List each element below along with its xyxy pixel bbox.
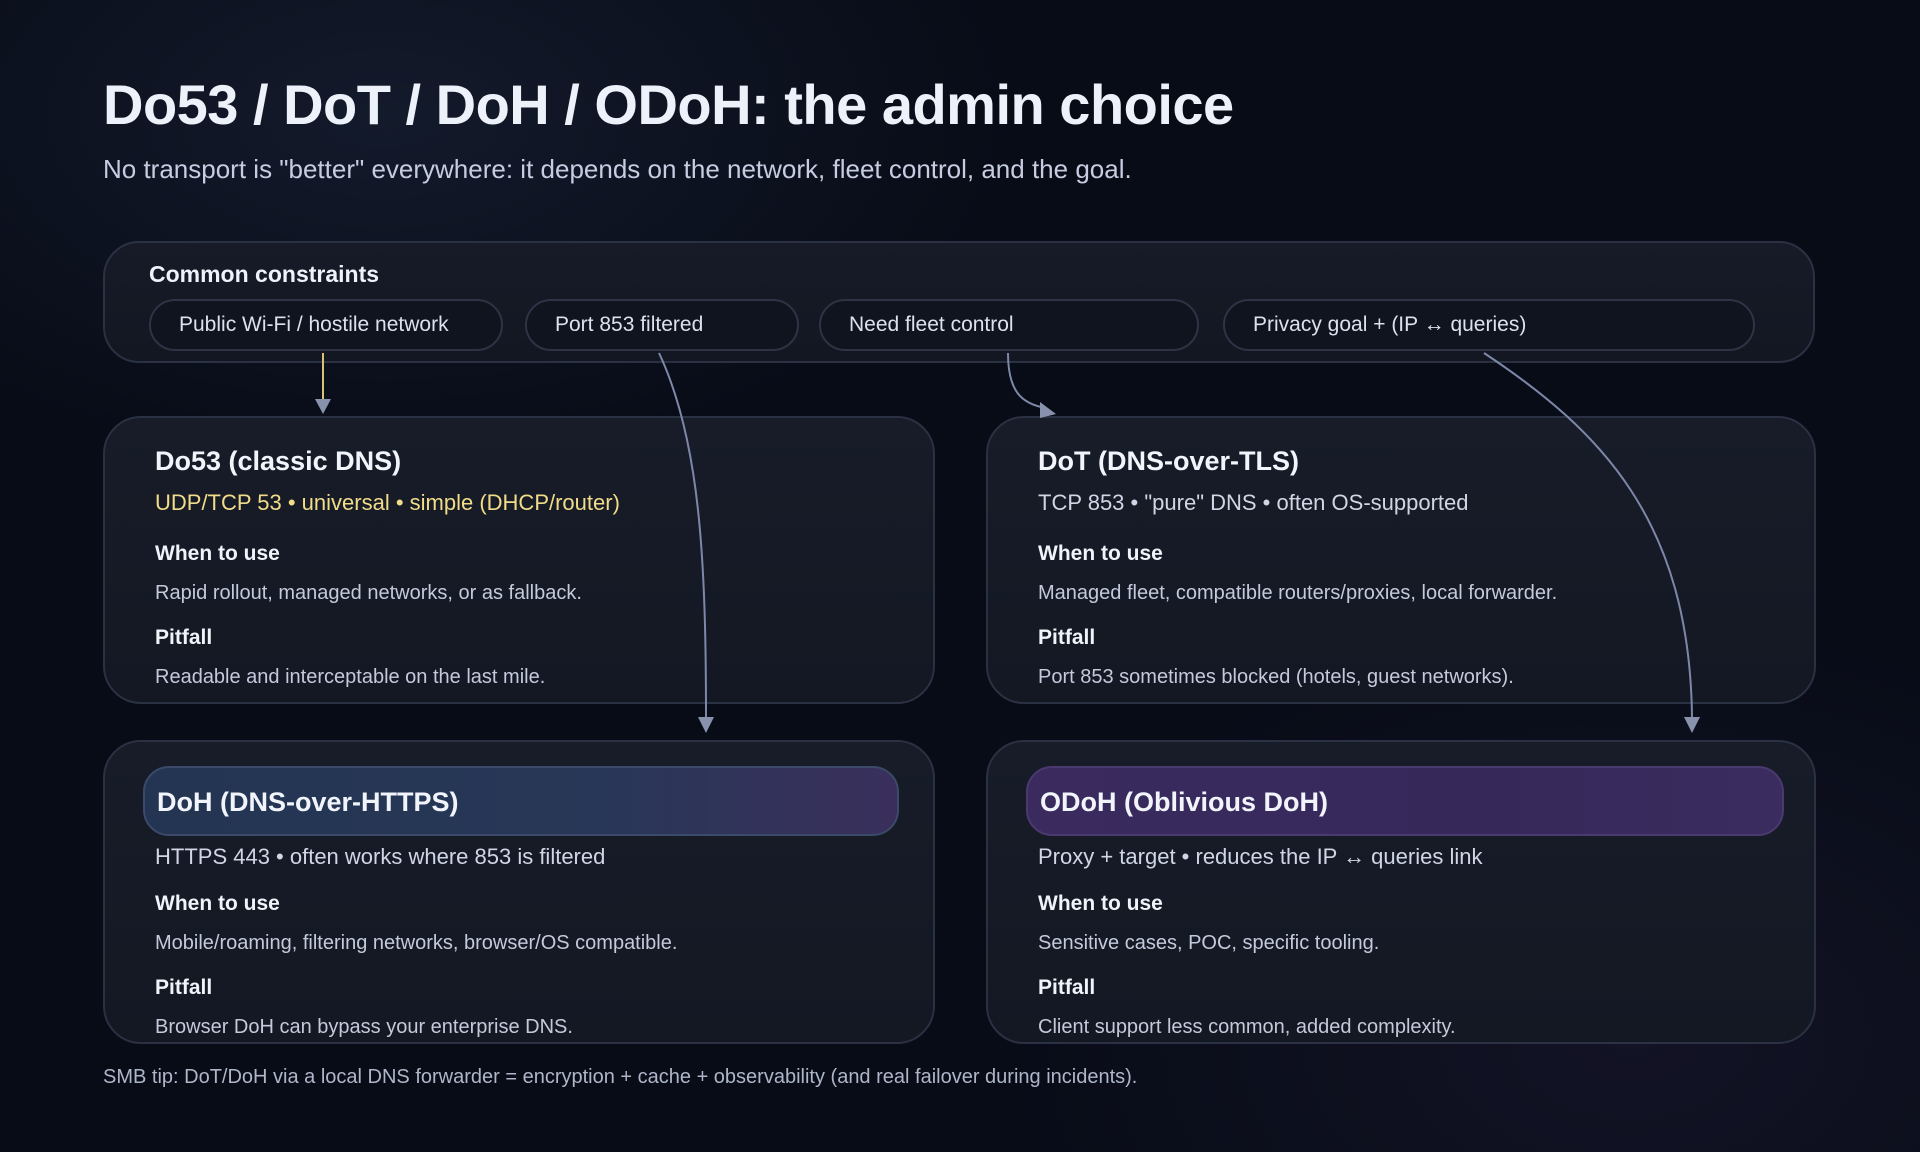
card-doh-pitfall-text: Browser DoH can bypass your enterprise D… (155, 1016, 573, 1038)
card-dot: DoT (DNS-over-TLS) TCP 853 • "pure" DNS … (986, 416, 1816, 704)
card-doh: DoH (DNS-over-HTTPS) HTTPS 443 • often w… (103, 740, 935, 1044)
card-odoh: ODoH (Oblivious DoH) Proxy + target • re… (986, 740, 1816, 1044)
card-doh-when-label: When to use (155, 892, 280, 915)
card-doh-tagline: HTTPS 443 • often works where 853 is fil… (155, 844, 606, 869)
card-do53-pitfall-label: Pitfall (155, 626, 213, 649)
page-title: Do53 / DoT / DoH / ODoH: the admin choic… (103, 73, 1234, 136)
card-odoh-when-text: Sensitive cases, POC, specific tooling. (1038, 932, 1380, 954)
card-dot-when-label: When to use (1038, 542, 1163, 565)
card-odoh-tagline: Proxy + target • reduces the IP ↔ querie… (1038, 844, 1483, 869)
card-odoh-title: ODoH (Oblivious DoH) (1026, 766, 1784, 836)
card-dot-when-text: Managed fleet, compatible routers/proxie… (1038, 582, 1558, 604)
constraints-panel: Common constraints Public Wi-Fi / hostil… (103, 241, 1815, 363)
card-do53-when-label: When to use (155, 542, 280, 565)
card-do53-tagline: UDP/TCP 53 • universal • simple (DHCP/ro… (155, 490, 620, 515)
chip-privacy-goal: Privacy goal + (IP ↔ queries) (1223, 299, 1755, 351)
card-dot-tagline: TCP 853 • "pure" DNS • often OS-supporte… (1038, 490, 1469, 515)
chip-port-853-filtered: Port 853 filtered (525, 299, 799, 351)
card-dot-title: DoT (DNS-over-TLS) (1038, 446, 1299, 476)
constraints-title: Common constraints (149, 261, 380, 287)
page-subtitle: No transport is "better" everywhere: it … (103, 154, 1132, 184)
card-do53: Do53 (classic DNS) UDP/TCP 53 • universa… (103, 416, 935, 704)
card-odoh-pitfall-text: Client support less common, added comple… (1038, 1016, 1456, 1038)
card-dot-pitfall-label: Pitfall (1038, 626, 1096, 649)
card-doh-when-text: Mobile/roaming, filtering networks, brow… (155, 932, 678, 954)
card-do53-when-text: Rapid rollout, managed networks, or as f… (155, 582, 582, 604)
card-odoh-when-label: When to use (1038, 892, 1163, 915)
card-do53-title: Do53 (classic DNS) (155, 446, 402, 476)
card-dot-pitfall-text: Port 853 sometimes blocked (hotels, gues… (1038, 666, 1514, 688)
card-doh-pitfall-label: Pitfall (155, 976, 213, 999)
chip-fleet-control: Need fleet control (819, 299, 1199, 351)
card-do53-pitfall-text: Readable and interceptable on the last m… (155, 666, 546, 688)
card-doh-title: DoH (DNS-over-HTTPS) (143, 766, 899, 836)
smb-tip: SMB tip: DoT/DoH via a local DNS forward… (103, 1066, 1138, 1088)
card-odoh-pitfall-label: Pitfall (1038, 976, 1096, 999)
chip-public-wifi: Public Wi-Fi / hostile network (149, 299, 503, 351)
